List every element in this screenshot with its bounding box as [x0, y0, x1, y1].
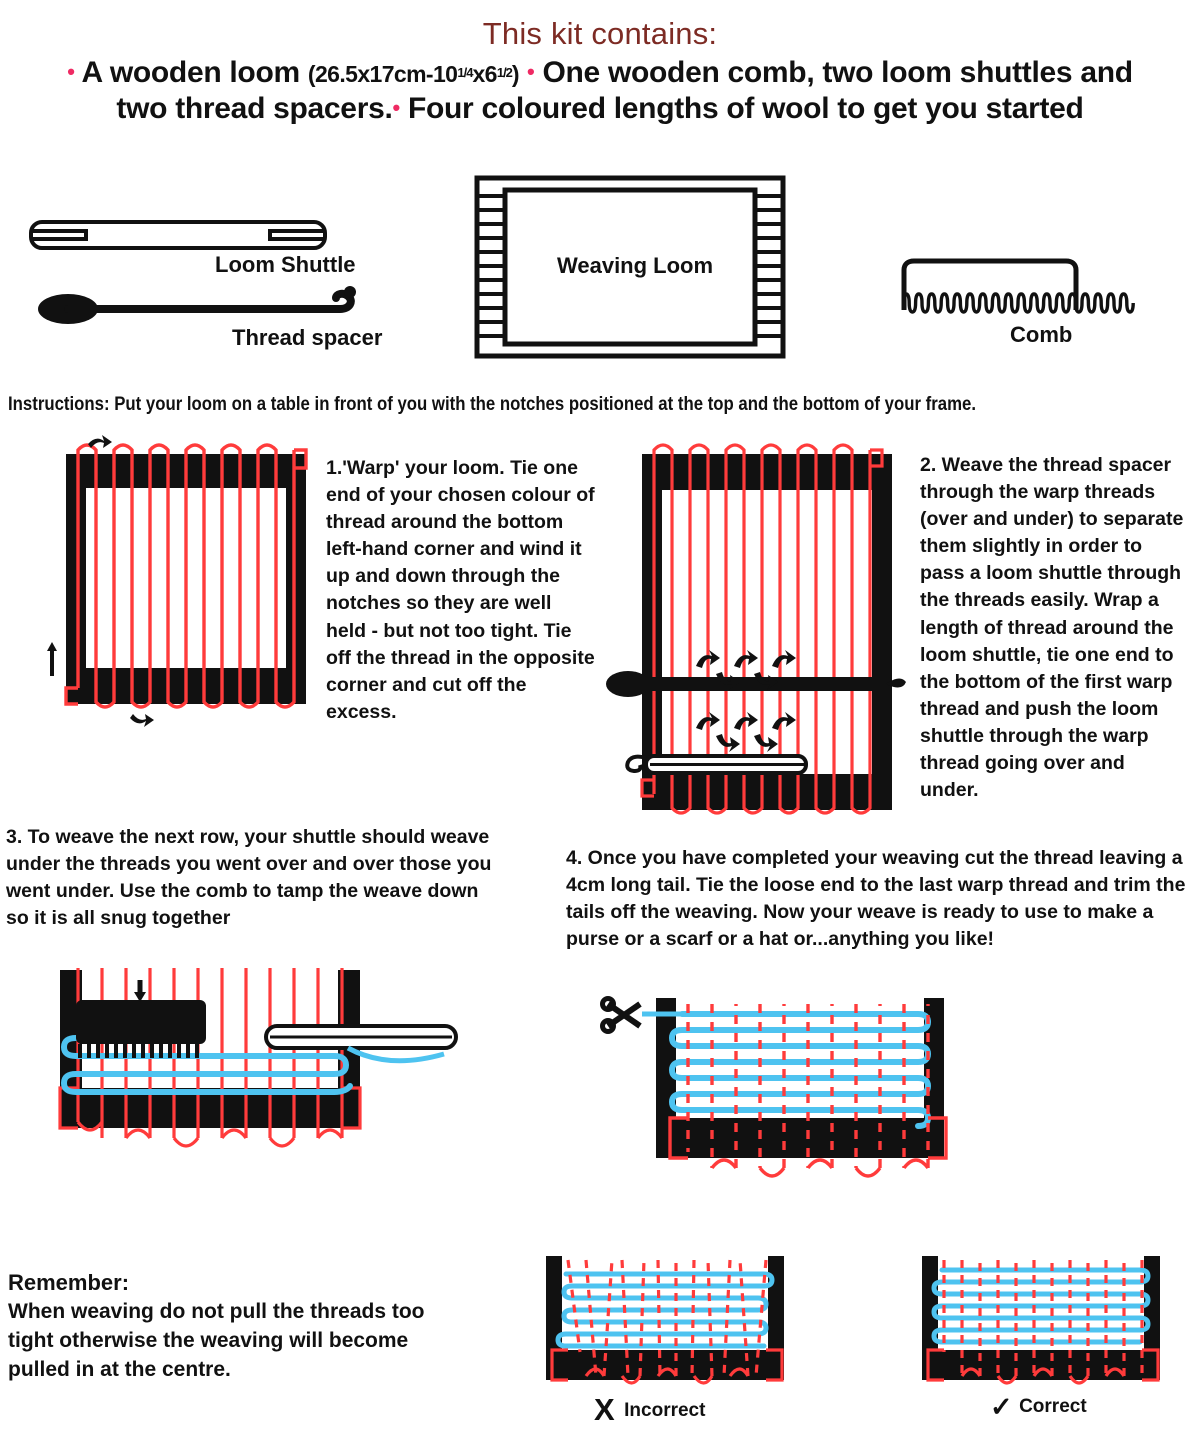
weaving-loom-label: Weaving Loom [557, 253, 714, 278]
thread-spacer-illustration [28, 285, 358, 329]
instructions-line: Instructions: Put your loom on a table i… [8, 393, 1188, 416]
weaving-loom-illustration [474, 175, 786, 359]
loom-dimensions-fraction-1: 1/4 [457, 64, 473, 80]
loom-dimensions-close: ) [511, 60, 520, 87]
kit-item-loom: A wooden loom [81, 55, 308, 89]
instructions-text: Put your loom on a table in front of you… [114, 393, 977, 415]
kit-contents-header: This kit contains: • A wooden loom (26.5… [0, 16, 1200, 128]
incorrect-weave-diagram [528, 1252, 818, 1392]
incorrect-label-group: X Incorrect [594, 1392, 705, 1428]
kit-item-spacers: two thread spacers. [116, 92, 393, 126]
incorrect-mark-icon: X [594, 1392, 615, 1427]
remember-text-part1: When weaving do [8, 1300, 192, 1324]
remember-text-part2: pull the threads too tight otherwise the… [8, 1300, 425, 1382]
comb-illustration [898, 258, 1135, 314]
step-1-diagram [44, 435, 314, 786]
scissors-icon [600, 996, 642, 1034]
correct-weave-diagram [908, 1252, 1188, 1392]
loom-dimensions-mid: x6 [472, 60, 497, 87]
correct-label-group: ✓ Correct [990, 1392, 1087, 1423]
comb-label: Comb [1010, 322, 1073, 347]
remember-text: When weaving do not pull the threads too… [8, 1298, 428, 1385]
kit-item-comb-shuttles: One wooden comb, two loom shuttles and [542, 55, 1133, 89]
bullet-icon: • [392, 95, 401, 121]
kit-item-wool: Four coloured lengths of wool to get you… [407, 92, 1084, 126]
thread-spacer-label: Thread spacer [232, 325, 383, 350]
step-3-text: 3. To weave the next row, your shuttle s… [6, 826, 492, 930]
step-2-text: 2. Weave the thread spacer through the w… [920, 454, 1184, 802]
bullet-icon: • [527, 58, 535, 84]
loom-dimensions-open: (26.5x17cm-10 [307, 60, 458, 87]
check-mark-icon: ✓ [990, 1392, 1013, 1422]
correct-label: Correct [1019, 1396, 1087, 1417]
incorrect-label: Incorrect [624, 1400, 706, 1421]
kit-contents-line-1: • A wooden loom (26.5x17cm-101/4x61/2) •… [0, 55, 1200, 92]
loom-shuttle-illustration [28, 218, 328, 254]
remember-block: Remember: When weaving do not pull the t… [8, 1268, 428, 1385]
step-3-diagram [48, 962, 468, 1152]
remember-heading: Remember: [8, 1270, 130, 1295]
kit-contents-line-2: two thread spacers.• Four coloured lengt… [0, 91, 1200, 128]
step-2-diagram [606, 436, 910, 826]
step-4-diagram [596, 992, 966, 1182]
instructions-lead: Instructions: [8, 393, 110, 415]
step-1-text: 1.'Warp' your loom. Tie one end of your … [326, 457, 595, 723]
page-title: This kit contains: [482, 16, 718, 51]
loom-shuttle-label: Loom Shuttle [215, 252, 356, 277]
step-4-text: 4. Once you have completed your weaving … [566, 847, 1186, 951]
remember-emphasis: not [191, 1300, 224, 1324]
loom-dimensions-fraction-2: 1/2 [496, 64, 513, 80]
bullet-icon: • [67, 58, 75, 84]
